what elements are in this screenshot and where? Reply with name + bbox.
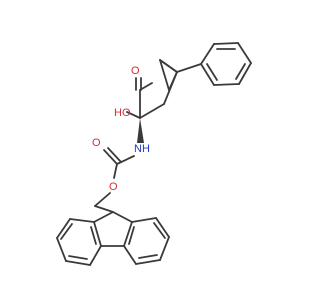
double-bond-inner bbox=[90, 226, 97, 245]
bond bbox=[65, 260, 91, 266]
bond bbox=[94, 192, 111, 207]
bond bbox=[89, 245, 102, 266]
bond bbox=[200, 43, 215, 65]
nitrogen-label: NH bbox=[134, 143, 150, 155]
bond bbox=[56, 218, 71, 239]
carbonyl-oxygen-label: O bbox=[92, 137, 101, 149]
bond bbox=[213, 42, 239, 45]
bond bbox=[155, 217, 170, 238]
double-bond-inner bbox=[68, 255, 88, 260]
bond bbox=[200, 63, 215, 86]
double-bond-inner bbox=[60, 223, 73, 240]
bond bbox=[123, 245, 137, 265]
oxygen-label: O bbox=[131, 65, 140, 77]
bond bbox=[139, 103, 165, 119]
double-bond-co bbox=[107, 147, 122, 163]
bond bbox=[69, 218, 95, 223]
double-bond-inner bbox=[138, 254, 158, 259]
bond bbox=[123, 221, 133, 247]
bond bbox=[113, 163, 118, 179]
molecule-structure: O HO NH O O bbox=[56, 42, 252, 266]
bond bbox=[159, 236, 170, 261]
ester-oxygen-label: O bbox=[109, 181, 118, 193]
bond bbox=[94, 205, 114, 213]
stereo-wedge bbox=[137, 118, 144, 143]
bond bbox=[131, 217, 157, 223]
bond bbox=[135, 259, 161, 265]
bond bbox=[103, 149, 118, 165]
bond bbox=[93, 211, 114, 223]
phenyl-ring bbox=[200, 42, 252, 86]
bond bbox=[176, 63, 202, 73]
bond bbox=[163, 71, 178, 105]
bond bbox=[112, 211, 133, 223]
bond bbox=[237, 42, 252, 64]
bond bbox=[126, 111, 141, 119]
double-bond-inner bbox=[235, 63, 246, 80]
bond bbox=[213, 83, 240, 86]
bond bbox=[159, 59, 178, 73]
carboxylic-acid-group: O HO bbox=[114, 65, 153, 119]
bond bbox=[238, 62, 252, 85]
fluorene-system bbox=[56, 211, 170, 266]
cyclopropane-ring bbox=[159, 59, 202, 91]
bond bbox=[56, 237, 67, 262]
bond bbox=[116, 155, 135, 165]
carbamate-group: O O bbox=[92, 137, 135, 213]
bond bbox=[139, 82, 153, 91]
double-bond-inner bbox=[153, 222, 166, 239]
double-bond-inner bbox=[206, 63, 218, 81]
hydroxyl-label: HO bbox=[114, 107, 131, 119]
double-bond-inner bbox=[128, 226, 135, 245]
bond bbox=[93, 221, 102, 247]
bond bbox=[159, 59, 170, 91]
